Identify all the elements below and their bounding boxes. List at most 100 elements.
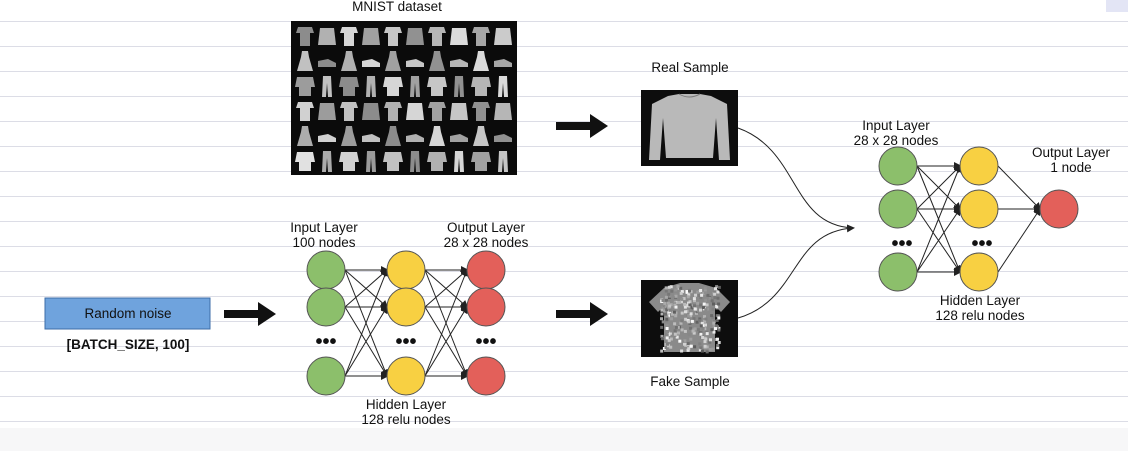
noise-pixel <box>678 339 682 343</box>
noise-pixel <box>677 331 680 335</box>
mnist-thumbnail <box>471 77 491 96</box>
mnist-thumbnail <box>494 134 512 142</box>
noise-pixel <box>680 297 684 301</box>
noise-pixel <box>692 331 696 335</box>
fake-sample-label: Fake Sample <box>650 374 730 389</box>
mnist-thumbnail <box>473 51 489 71</box>
gen-output-ellipsis: ••• <box>475 331 496 353</box>
disc-hidden-node-1 <box>959 146 999 186</box>
noise-pixel <box>688 322 692 325</box>
noise-pixel <box>696 301 700 305</box>
discriminator-network <box>878 146 1079 292</box>
noise-pixel <box>674 288 678 292</box>
noise-pixel <box>691 329 695 333</box>
noise-pixel <box>665 323 669 327</box>
noise-pixel <box>667 344 670 348</box>
gen-hidden-layer-size: 128 relu nodes <box>361 412 451 427</box>
noise-pixel <box>665 319 669 323</box>
noise-pixel <box>703 286 707 290</box>
mnist-thumbnail <box>410 151 420 172</box>
gen-edge <box>344 268 389 377</box>
noise-pixel <box>667 285 671 289</box>
noise-pixel <box>694 293 697 297</box>
mnist-thumbnail <box>454 151 464 172</box>
mnist-thumbnail <box>318 103 336 120</box>
noise-pixel <box>711 316 715 320</box>
noise-pixel <box>699 324 703 328</box>
noise-pixel <box>683 302 687 306</box>
noise-pixel <box>701 327 705 331</box>
mnist-thumbnail <box>366 151 376 172</box>
noise-pixel <box>687 314 691 318</box>
gen-input-node-1 <box>306 250 346 290</box>
mnist-thumbnail <box>427 77 447 96</box>
noise-pixel <box>699 296 703 300</box>
noise-pixel <box>716 344 720 347</box>
noise-pixel <box>703 319 707 323</box>
noise-pixel <box>702 306 705 310</box>
mnist-thumbnail <box>296 102 314 121</box>
noise-pixel <box>713 292 717 296</box>
mnist-thumbnail <box>318 134 336 142</box>
noise-pixel <box>698 342 702 346</box>
noise-pixel <box>696 328 700 332</box>
noise-pixel <box>689 344 693 348</box>
mnist-thumbnail <box>366 76 376 97</box>
noise-pixel <box>702 291 706 295</box>
noise-pixel <box>664 289 668 293</box>
gen-edge <box>344 268 389 308</box>
noise-pixel <box>686 295 690 299</box>
disc-output-layer-title: Output Layer <box>1032 145 1111 160</box>
noise-pixel <box>661 299 665 302</box>
noise-pixel <box>664 295 668 299</box>
disc-hidden-ellipsis: ••• <box>971 233 992 255</box>
disc-hidden-layer-title: Hidden Layer <box>940 293 1021 308</box>
mnist-thumbnail <box>472 27 490 46</box>
mnist-thumbnail <box>494 103 512 120</box>
disc-edge <box>916 164 962 273</box>
mnist-thumbnail <box>295 77 315 96</box>
noise-pixel <box>674 305 678 309</box>
noise-pixel <box>665 298 668 302</box>
noise-pixel <box>675 335 679 339</box>
gen-edge <box>344 305 389 377</box>
noise-pixel <box>687 320 691 324</box>
mnist-thumbnail <box>341 51 357 71</box>
noise-pixel <box>660 312 664 316</box>
mnist-thumbnail <box>341 126 357 146</box>
noise-pixel <box>669 345 673 349</box>
noise-pixel <box>703 289 707 293</box>
gen-input-node-3 <box>306 356 346 396</box>
noise-pixel <box>679 291 683 295</box>
disc-edge <box>997 207 1042 273</box>
gen-input-node-2 <box>306 287 346 327</box>
noise-pixel <box>667 292 671 296</box>
mnist-thumbnail <box>427 152 447 171</box>
gen-output-node-3 <box>466 356 506 396</box>
noise-pixel <box>715 305 719 308</box>
gen-output-node-2 <box>466 287 506 327</box>
noise-pixel <box>670 317 673 321</box>
noise-pixel <box>672 310 676 314</box>
noise-pixel <box>673 301 677 305</box>
mnist-thumbnail <box>362 103 380 120</box>
noise-pixel <box>710 314 714 318</box>
noise-pixel <box>689 337 693 341</box>
noise-pixel <box>665 333 669 337</box>
mnist-thumbnail <box>362 134 380 142</box>
real-to-discriminator-curve <box>737 127 854 229</box>
noise-pixel <box>699 308 702 312</box>
noise-pixel <box>710 299 714 303</box>
mnist-thumbnail <box>450 134 468 142</box>
noise-pixel <box>708 296 712 300</box>
mnist-thumbnail <box>429 51 445 71</box>
noise-pixel <box>717 328 721 332</box>
noise-pixel <box>673 329 677 333</box>
discriminator-connections <box>916 162 1042 276</box>
noise-pixel <box>667 338 671 342</box>
mnist-thumbnail <box>339 152 359 171</box>
noise-pixel <box>660 337 664 341</box>
noise-pixel <box>690 305 694 309</box>
